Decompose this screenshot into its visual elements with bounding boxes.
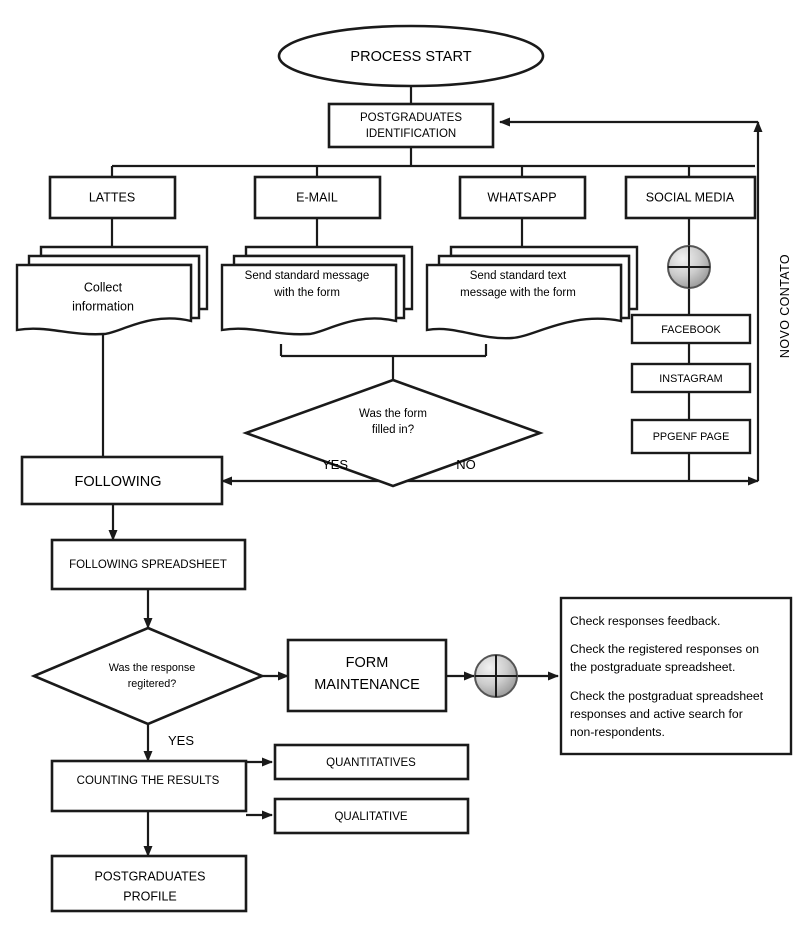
- node-following-spreadsheet[interactable]: FOLLOWING SPREADSHEET: [50, 538, 247, 591]
- whatsapp-doc-label-line2: message with the form: [460, 287, 576, 299]
- instagram-box: [630, 362, 752, 394]
- node-qualitative[interactable]: QUALITATIVE: [273, 797, 470, 835]
- lattes-label: LATTES: [89, 190, 135, 204]
- ppgenf-label: PPGENF PAGE: [653, 431, 730, 443]
- form-maintenance-label-line1: FORM: [346, 655, 389, 671]
- node-form-maintenance[interactable]: FORM MAINTENANCE: [286, 638, 448, 713]
- decision-form-label-line2: filled in?: [372, 424, 414, 436]
- facebook-label: FACEBOOK: [661, 324, 721, 336]
- node-quantitatives[interactable]: QUANTITATIVES: [273, 743, 470, 781]
- collect-info-label-line2: information: [72, 299, 134, 313]
- node-facebook[interactable]: FACEBOOK: [630, 313, 752, 345]
- node-process-start[interactable]: PROCESS START: [277, 24, 545, 88]
- qualitative-box: [273, 797, 470, 835]
- note-line-2: Check the registered responses on: [570, 642, 759, 656]
- node-postgraduates-profile[interactable]: POSTGRADUATES PROFILE: [50, 854, 248, 913]
- whatsapp-label: WHATSAPP: [487, 190, 556, 204]
- decision-response-label-line2: regitered?: [128, 678, 177, 690]
- note-line-4: Check the postgraduat spreadsheet: [570, 689, 764, 703]
- quantitatives-label: QUANTITATIVES: [326, 757, 416, 769]
- connector-circle-maintenance[interactable]: [474, 654, 518, 698]
- instagram-label: INSTAGRAM: [659, 373, 722, 385]
- social-media-label: SOCIAL MEDIA: [646, 190, 735, 204]
- edge-label-no-form: NO: [456, 457, 476, 472]
- lattes-box: [48, 175, 177, 220]
- node-doc-email-message[interactable]: Send standard message with the form: [220, 245, 414, 336]
- note-line-5: responses and active search for: [570, 707, 743, 721]
- identification-label-line2: IDENTIFICATION: [366, 128, 457, 140]
- email-doc-layer1: [220, 263, 398, 336]
- decision-form-diamond: [242, 378, 544, 488]
- email-doc-label-line1: Send standard message: [245, 270, 370, 282]
- node-ppgenf-page[interactable]: PPGENF PAGE: [630, 418, 752, 455]
- node-decision-form-filled[interactable]: Was the form filled in?: [242, 378, 544, 488]
- facebook-box: [630, 313, 752, 345]
- novo-contato-label: NOVO CONTATO: [778, 254, 792, 358]
- identification-box: [327, 102, 495, 149]
- decision-response-label-line1: Was the response: [109, 662, 196, 674]
- node-channel-social-media[interactable]: SOCIAL MEDIA: [624, 175, 757, 220]
- whatsapp-doc-layer1: [425, 263, 623, 340]
- email-doc-label-line2: with the form: [273, 287, 340, 299]
- following-spreadsheet-label: FOLLOWING SPREADSHEET: [69, 559, 227, 571]
- qualitative-label: QUALITATIVE: [334, 811, 407, 823]
- edge-label-yes-form: YES: [322, 457, 348, 472]
- following-label: FOLLOWING: [74, 474, 161, 490]
- process-start-ellipse: [277, 24, 545, 88]
- whatsapp-doc-label-line1: Send standard text: [470, 270, 567, 282]
- process-start-label: PROCESS START: [350, 49, 471, 65]
- note-line-1: Check responses feedback.: [570, 614, 720, 628]
- node-decision-response-registered[interactable]: Was the response regitered?: [30, 626, 266, 726]
- node-following[interactable]: FOLLOWING: [20, 455, 224, 506]
- following-box: [20, 455, 224, 506]
- following-spreadsheet-box: [50, 538, 247, 591]
- node-channel-whatsapp[interactable]: WHATSAPP: [458, 175, 587, 220]
- profile-label-line1: POSTGRADUATES: [95, 869, 206, 883]
- form-maintenance-label-line2: MAINTENANCE: [314, 677, 420, 693]
- decision-form-label-line1: Was the form: [359, 408, 427, 420]
- profile-label-line2: PROFILE: [123, 889, 177, 903]
- quantitatives-box: [273, 743, 470, 781]
- node-note-box[interactable]: Check responses feedback. Check the regi…: [559, 596, 793, 756]
- collect-info-doc-layer1: [15, 263, 193, 336]
- node-channel-lattes[interactable]: LATTES: [48, 175, 177, 220]
- node-doc-collect-information[interactable]: Collect information: [15, 245, 209, 336]
- node-postgraduates-identification[interactable]: POSTGRADUATES IDENTIFICATION: [327, 102, 495, 149]
- collect-info-label-line1: Collect: [84, 280, 123, 294]
- note-box-rect: [559, 596, 793, 756]
- whatsapp-box: [458, 175, 587, 220]
- decision-response-diamond: [30, 626, 266, 726]
- ppgenf-box: [630, 418, 752, 455]
- identification-label-line1: POSTGRADUATES: [360, 112, 462, 124]
- form-maintenance-box: [286, 638, 448, 713]
- node-counting-results[interactable]: COUNTING THE RESULTS: [50, 759, 248, 813]
- node-doc-whatsapp-message[interactable]: Send standard text message with the form: [425, 245, 639, 340]
- node-channel-email[interactable]: E-MAIL: [253, 175, 382, 220]
- edge-label-yes-response: YES: [168, 733, 194, 748]
- email-box: [253, 175, 382, 220]
- note-line-3: the postgraduate spreadsheet.: [570, 660, 735, 674]
- social-media-box: [624, 175, 757, 220]
- node-instagram[interactable]: INSTAGRAM: [630, 362, 752, 394]
- connector-circle-social[interactable]: [667, 245, 711, 289]
- note-line-6: non-respondents.: [570, 725, 665, 739]
- counting-results-label: COUNTING THE RESULTS: [77, 775, 220, 787]
- counting-results-box: [50, 759, 248, 813]
- profile-box: [50, 854, 248, 913]
- email-label: E-MAIL: [296, 190, 338, 204]
